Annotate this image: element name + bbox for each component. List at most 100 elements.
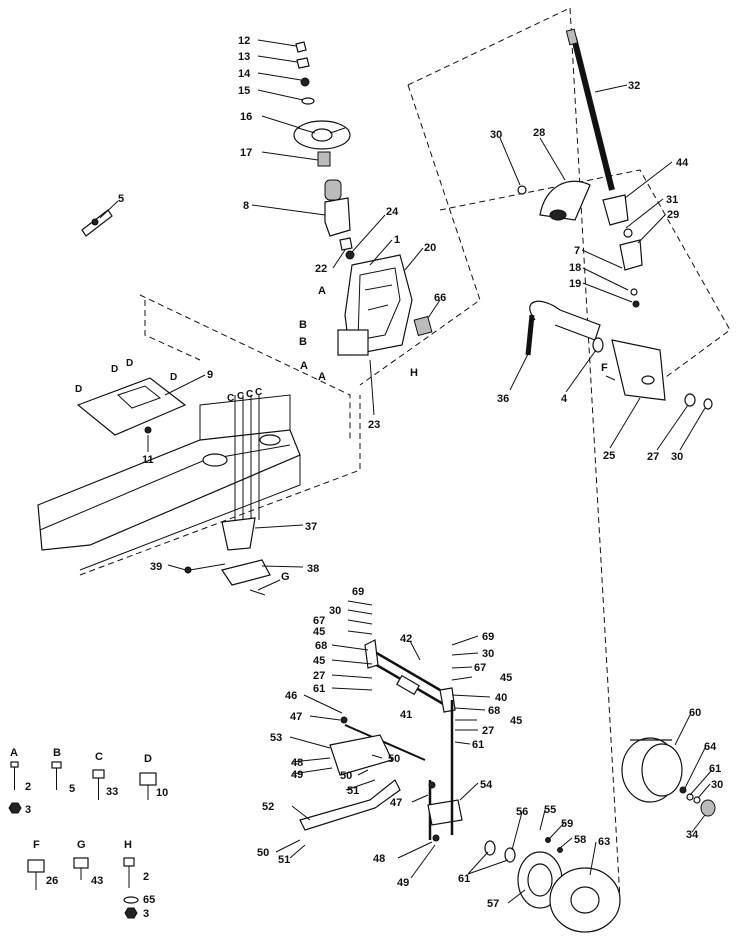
letter-D-3: D — [126, 358, 133, 369]
letter-A-2: A — [300, 360, 308, 372]
letter-A-1: A — [318, 285, 326, 297]
pinion-part — [602, 194, 629, 226]
callout-42: 42 — [400, 633, 412, 645]
callout-30-wheel: 30 — [711, 779, 723, 791]
callout-31: 31 — [666, 194, 678, 206]
callout-34: 34 — [686, 829, 699, 841]
callout-49-left: 49 — [291, 769, 303, 781]
callout-51-mid: 51 — [347, 785, 359, 797]
callout-61-left: 61 — [313, 683, 325, 695]
callout-18: 18 — [569, 262, 581, 274]
nut-part — [300, 77, 310, 87]
lower-brackets — [184, 517, 271, 586]
callout-36: 36 — [497, 393, 509, 405]
letter-H: H — [410, 367, 418, 379]
drive-pulleys — [484, 837, 621, 933]
svg-text:B: B — [53, 747, 61, 759]
frame — [37, 394, 301, 571]
callout-40: 40 — [495, 692, 507, 704]
callout-45-left-2: 45 — [313, 655, 325, 667]
callout-55: 55 — [544, 804, 556, 816]
callout-57: 57 — [487, 898, 499, 910]
sector-gear-part — [539, 180, 591, 221]
svg-text:3: 3 — [143, 908, 149, 920]
callout-30-left: 30 — [329, 605, 341, 617]
callout-27-left: 27 — [313, 670, 325, 682]
svg-text:2: 2 — [143, 871, 149, 883]
callout-48-right: 48 — [373, 853, 385, 865]
callout-47-left: 47 — [290, 711, 302, 723]
letter-B-2: B — [299, 336, 307, 348]
callout-4: 4 — [561, 393, 568, 405]
callout-12: 12 — [238, 35, 250, 47]
callout-54: 54 — [480, 779, 493, 791]
knob-part — [413, 315, 433, 337]
svg-text:33: 33 — [106, 786, 118, 798]
callout-7: 7 — [574, 245, 580, 257]
letter-A-3: A — [318, 371, 326, 383]
callout-11: 11 — [142, 454, 154, 466]
callout-45-left-1: 45 — [313, 626, 325, 638]
callout-68-left: 68 — [315, 640, 327, 652]
svg-text:26: 26 — [46, 875, 58, 887]
brake-linkage — [299, 639, 463, 842]
dash-bracket — [337, 254, 433, 356]
legend-item-F: F 26 — [27, 839, 58, 890]
callout-56: 56 — [516, 806, 528, 818]
callout-50-right: 50 — [388, 753, 400, 765]
legend-item-D: D 10 — [139, 753, 168, 800]
letter-D-1: D — [75, 384, 82, 395]
callout-44: 44 — [676, 157, 689, 169]
callout-labels: 12 13 14 15 16 17 8 24 22 1 20 66 5 9 11… — [118, 35, 723, 910]
callout-13: 13 — [238, 51, 250, 63]
callout-68-right: 68 — [488, 705, 500, 717]
hardware-letter-labels: A B B A A H D D D D C C C C F G — [75, 285, 608, 583]
svg-text:3: 3 — [25, 804, 31, 816]
letter-C-3: C — [246, 389, 253, 400]
bushing-part — [317, 151, 331, 167]
letter-C-1: C — [227, 393, 234, 404]
callout-66: 66 — [434, 292, 446, 304]
callout-32: 32 — [628, 80, 640, 92]
svg-text:C: C — [95, 751, 103, 763]
callout-30-right: 30 — [671, 451, 683, 463]
callout-45-right-1: 45 — [500, 672, 512, 684]
letter-B-1: B — [299, 319, 307, 331]
column-housing-part — [324, 197, 351, 237]
callout-14: 14 — [238, 68, 251, 80]
callout-64: 64 — [704, 741, 717, 753]
callout-24: 24 — [386, 206, 399, 218]
callout-38: 38 — [307, 563, 319, 575]
callout-52: 52 — [262, 801, 274, 813]
svg-text:D: D — [144, 753, 152, 765]
letter-G: G — [281, 571, 290, 583]
clip-part — [81, 209, 113, 237]
leader-lines — [99, 39, 713, 904]
callout-50-mid: 50 — [340, 770, 352, 782]
callout-41: 41 — [400, 709, 412, 721]
callout-19: 19 — [569, 278, 581, 290]
svg-text:2: 2 — [25, 781, 31, 793]
callout-59: 59 — [561, 818, 573, 830]
callout-27-right: 27 — [482, 725, 494, 737]
callout-47-right: 47 — [390, 797, 402, 809]
callout-5: 5 — [118, 193, 124, 205]
callout-37: 37 — [305, 521, 317, 533]
letter-D-4: D — [170, 372, 177, 383]
svg-text:F: F — [33, 839, 40, 851]
steering-adapter-part — [324, 179, 342, 201]
svg-text:H: H — [124, 839, 132, 851]
callout-29: 29 — [667, 209, 679, 221]
letter-F: F — [601, 362, 608, 374]
callout-67-right: 67 — [474, 662, 486, 674]
callout-63: 63 — [598, 836, 610, 848]
letter-C-4: C — [255, 387, 262, 398]
steering-gear-assembly — [517, 28, 643, 308]
svg-text:A: A — [10, 747, 18, 759]
steering-stack — [293, 41, 355, 260]
callout-25: 25 — [603, 450, 615, 462]
callout-67-left: 67 — [313, 615, 325, 627]
floor-plate — [76, 377, 187, 436]
letter-D-2: D — [111, 364, 118, 375]
